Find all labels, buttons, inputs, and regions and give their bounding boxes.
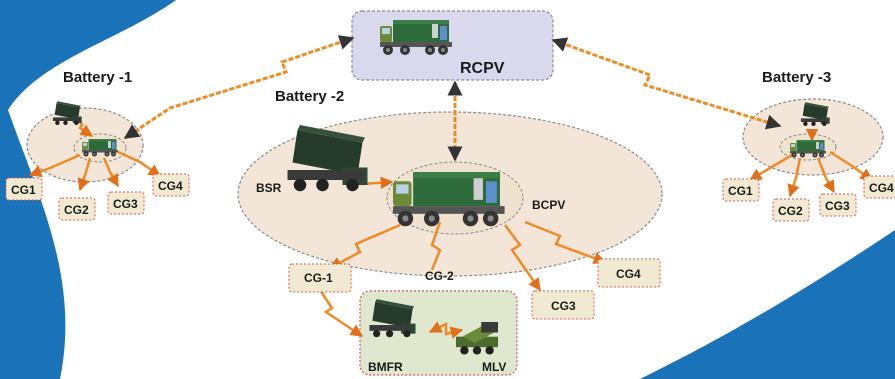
- battery-1-cg4-box: [152, 173, 190, 197]
- battery-1-cg3-box: [107, 191, 145, 215]
- radio-links: [28, 117, 874, 339]
- battery-1-cg3-label: CG3: [113, 197, 138, 211]
- battery-1-cg4-label: CG4: [158, 179, 183, 193]
- battery-1-cg1-label: CG1: [11, 183, 36, 197]
- bmfr-label: BMFR: [368, 360, 403, 374]
- battery-1-cg1-box: [5, 177, 43, 201]
- battery-2-cg3-label: CG3: [551, 299, 576, 313]
- battery-3-cg3-box: [819, 193, 857, 217]
- battery-3-cg4-label: CG4: [869, 181, 894, 195]
- battery-3-cg1-label: CG1: [728, 184, 753, 198]
- battery-2-cg4-box: [597, 258, 661, 288]
- long-links: [123, 35, 782, 162]
- battery-3-cg1-box: [722, 178, 760, 202]
- cg-boxes: [5, 173, 895, 320]
- battery-1-radar-icon: [52, 101, 82, 126]
- battery-3-cg2-label: CG2: [778, 204, 803, 218]
- battery-1-cg2-label: CG2: [64, 203, 89, 217]
- battery-3-cg4-box: [863, 175, 895, 199]
- bsr-label: BSR: [256, 181, 282, 195]
- bcpv-label: BCPV: [532, 198, 565, 212]
- left-blue-swoosh: [0, 0, 176, 379]
- battery-2-cg3-box: [531, 290, 595, 320]
- mlv-label: MLV: [482, 360, 506, 374]
- battery-3-cg2-box: [772, 198, 810, 222]
- battery-2-cg1-label: CG-1: [304, 271, 333, 285]
- battery-3-label: Battery -3: [762, 69, 831, 86]
- battery-2-cg2-label: CG-2: [425, 269, 454, 283]
- rcpv-label: RCPV: [460, 60, 505, 77]
- battery-1-label: Battery -1: [63, 69, 132, 86]
- battery-2-cg1-box: [288, 263, 352, 293]
- battery-1-cg2-box: [58, 197, 96, 221]
- right-blue-swoosh: [640, 230, 895, 379]
- battery-2-cg4-label: CG4: [616, 267, 641, 281]
- battery-3-cg3-label: CG3: [825, 199, 850, 213]
- battery-2-label: Battery -2: [275, 88, 344, 105]
